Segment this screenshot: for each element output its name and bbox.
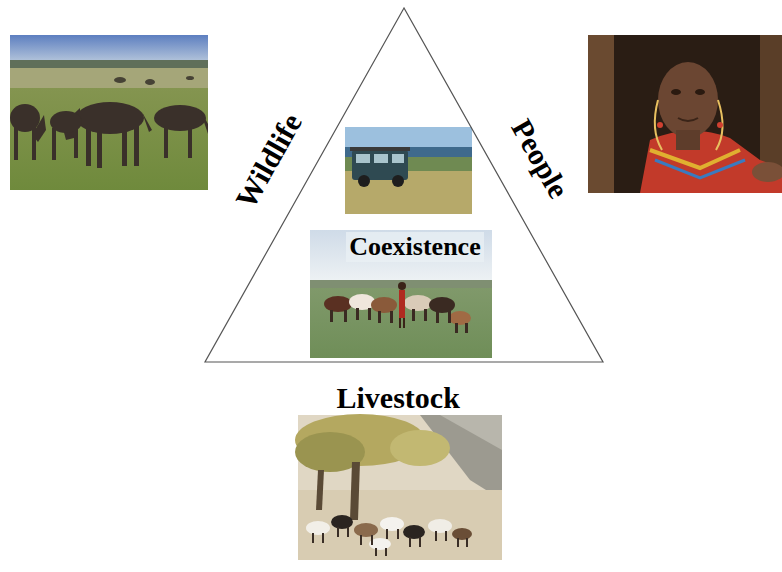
goats-photo [295,414,502,560]
woman-photo [588,35,782,193]
region-title: Coexistence [346,232,483,262]
safari-vehicle-photo [345,127,472,214]
side-label: Wildlife [228,107,307,213]
triangle-outline-path [205,8,603,362]
base-label: Livestock [337,381,460,414]
cattle-photo [310,230,492,358]
wildebeest-photo [10,35,208,190]
side-label: People [505,113,576,203]
